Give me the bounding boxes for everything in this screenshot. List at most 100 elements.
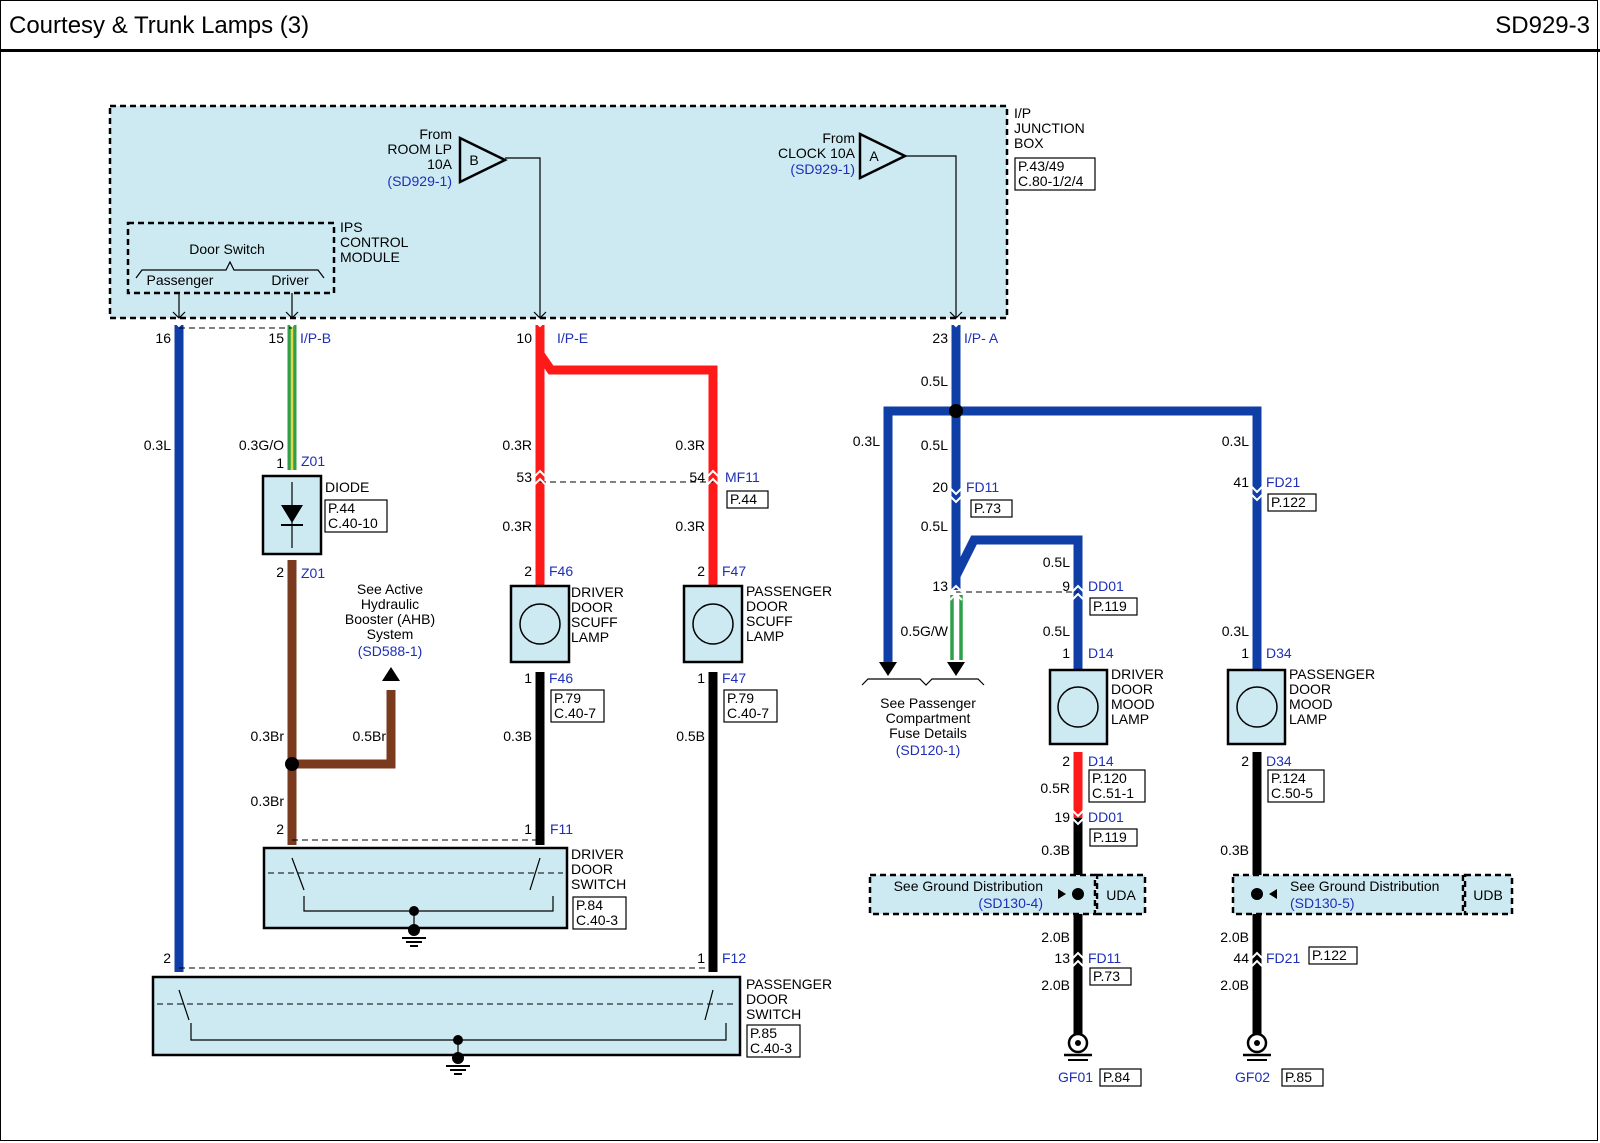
pin-number: 1 <box>1062 645 1070 661</box>
fuse-a-lead <box>905 155 957 318</box>
lamp-bulb-icon <box>519 603 561 645</box>
ground-b-text: See Ground Distribution <box>1290 878 1439 894</box>
connector-ref: P.44 <box>730 491 757 507</box>
ground-id: GF02 <box>1235 1069 1270 1085</box>
ground-icon-gf02 <box>1243 1032 1271 1061</box>
driver-switch-label: SWITCH <box>571 876 626 892</box>
driver-scuff-ref: C.40-7 <box>554 705 596 721</box>
fuse-b-link[interactable]: (SD929-1) <box>387 173 452 189</box>
pin-number: 53 <box>516 469 532 485</box>
driver-mood-label: DOOR <box>1111 681 1153 697</box>
wire-label: 0.5R <box>1040 780 1070 796</box>
driver-mood-ref: C.51-1 <box>1092 785 1134 801</box>
connector-id: D14 <box>1088 753 1114 769</box>
pin-number: 2 <box>524 563 532 579</box>
wire-label: 0.3R <box>502 518 532 534</box>
connector-id: I/P- A <box>964 330 999 346</box>
junction-box-ref: P.43/49 <box>1018 158 1065 174</box>
pin-number: 1 <box>524 821 532 837</box>
lamp-bulb-icon <box>1236 686 1278 728</box>
connector-id: F47 <box>722 563 746 579</box>
driver-switch-ref: P.84 <box>576 897 603 913</box>
ahb-text: Hydraulic <box>361 596 419 612</box>
door-switch-driver: Driver <box>271 272 309 288</box>
diode-ref: C.40-10 <box>328 515 378 531</box>
diode-ref: P.44 <box>328 500 355 516</box>
wire-label: 2.0B <box>1220 977 1249 993</box>
page-title: Courtesy & Trunk Lamps (3) <box>9 12 310 39</box>
ahb-arrow <box>382 667 400 681</box>
driver-switch-ref: C.40-3 <box>576 912 618 928</box>
ips-control-module <box>126 221 336 295</box>
ground-a-text: See Ground Distribution <box>894 878 1043 894</box>
fuse-details-link[interactable]: (SD120-1) <box>896 742 961 758</box>
splice-dot <box>409 906 419 916</box>
connector-ref: P.119 <box>1093 598 1127 614</box>
fuse-details-text: Compartment <box>886 710 971 726</box>
pass-scuff-ref: P.79 <box>727 690 754 706</box>
splice-dot <box>285 757 299 771</box>
wire-label: 0.3L <box>1222 623 1249 639</box>
wire-blue-branch <box>883 406 1262 670</box>
wire-label: 0.3B <box>1220 842 1249 858</box>
wire-label: 0.5Br <box>353 728 387 744</box>
driver-mood-label: DRIVER <box>1111 666 1164 682</box>
pin-number: 54 <box>689 469 705 485</box>
fuse-b-from: 10A <box>427 156 453 172</box>
connector-id: F11 <box>550 821 573 837</box>
wire-label: 2.0B <box>1220 929 1249 945</box>
passenger-door-switch <box>151 975 742 1057</box>
fuse-a-triangle <box>858 131 908 181</box>
driver-scuff-label: DOOR <box>571 599 613 615</box>
door-switch-passenger: Passenger <box>147 272 214 288</box>
pass-switch-label: DOOR <box>746 991 788 1007</box>
ips-label: CONTROL <box>340 234 409 250</box>
ground-icon <box>446 1052 470 1075</box>
ground-a-link[interactable]: (SD130-4) <box>978 895 1043 911</box>
junction-box-label: I/P <box>1014 105 1031 121</box>
ahb-text: Booster (AHB) <box>345 611 435 627</box>
connector-id: FD21 <box>1266 474 1300 490</box>
splice-dot <box>453 1035 463 1045</box>
pin-number: 2 <box>276 564 284 580</box>
fuse-b-lead <box>505 157 541 318</box>
connector-ref: P.73 <box>974 500 1001 516</box>
fuse-a-arrow <box>949 311 963 319</box>
fuse-details-arrow <box>947 662 965 676</box>
pin-number: 23 <box>932 330 948 346</box>
fuse-a-letter: A <box>869 148 879 164</box>
wire-label: 0.3L <box>853 433 880 449</box>
junction-box-ref: C.80-1/2/4 <box>1018 173 1084 189</box>
pass-mood-ref: P.124 <box>1271 770 1306 786</box>
switch-contact <box>529 857 541 891</box>
fuse-a-link[interactable]: (SD929-1) <box>790 161 855 177</box>
pin-number: 16 <box>155 330 171 346</box>
ahb-link[interactable]: (SD588-1) <box>358 643 423 659</box>
wire-label: 0.3G/O <box>239 437 284 453</box>
pin-number: 2 <box>697 563 705 579</box>
fuse-details-text: Fuse Details <box>889 725 967 741</box>
connector-id: D34 <box>1266 753 1292 769</box>
ground-id: GF01 <box>1058 1069 1093 1085</box>
pass-switch-ref: P.85 <box>750 1025 777 1041</box>
pin-number: 1 <box>697 950 705 966</box>
pin-number: 13 <box>1054 950 1070 966</box>
connector-id: FD11 <box>1088 950 1121 966</box>
ips-label: MODULE <box>340 249 400 265</box>
ground-a-tag: UDA <box>1106 887 1136 903</box>
ground-b-link[interactable]: (SD130-5) <box>1290 895 1355 911</box>
connector-id: MF11 <box>725 469 760 485</box>
fuse-b-triangle <box>458 135 508 185</box>
driver-scuff-ref: P.79 <box>554 690 581 706</box>
wire-label: 0.3Br <box>251 728 285 744</box>
ground-ref: P.85 <box>1285 1069 1312 1085</box>
driver-scuff-label: DRIVER <box>571 584 624 600</box>
pass-scuff-label: PASSENGER <box>746 583 832 599</box>
wire-label: 2.0B <box>1041 977 1070 993</box>
wire-label: 0.3R <box>502 437 532 453</box>
driver-switch-label: DRIVER <box>571 846 624 862</box>
switch-contact <box>178 989 190 1021</box>
connector-id: Z01 <box>301 453 325 469</box>
wire-label: 0.5G/W <box>901 623 949 639</box>
